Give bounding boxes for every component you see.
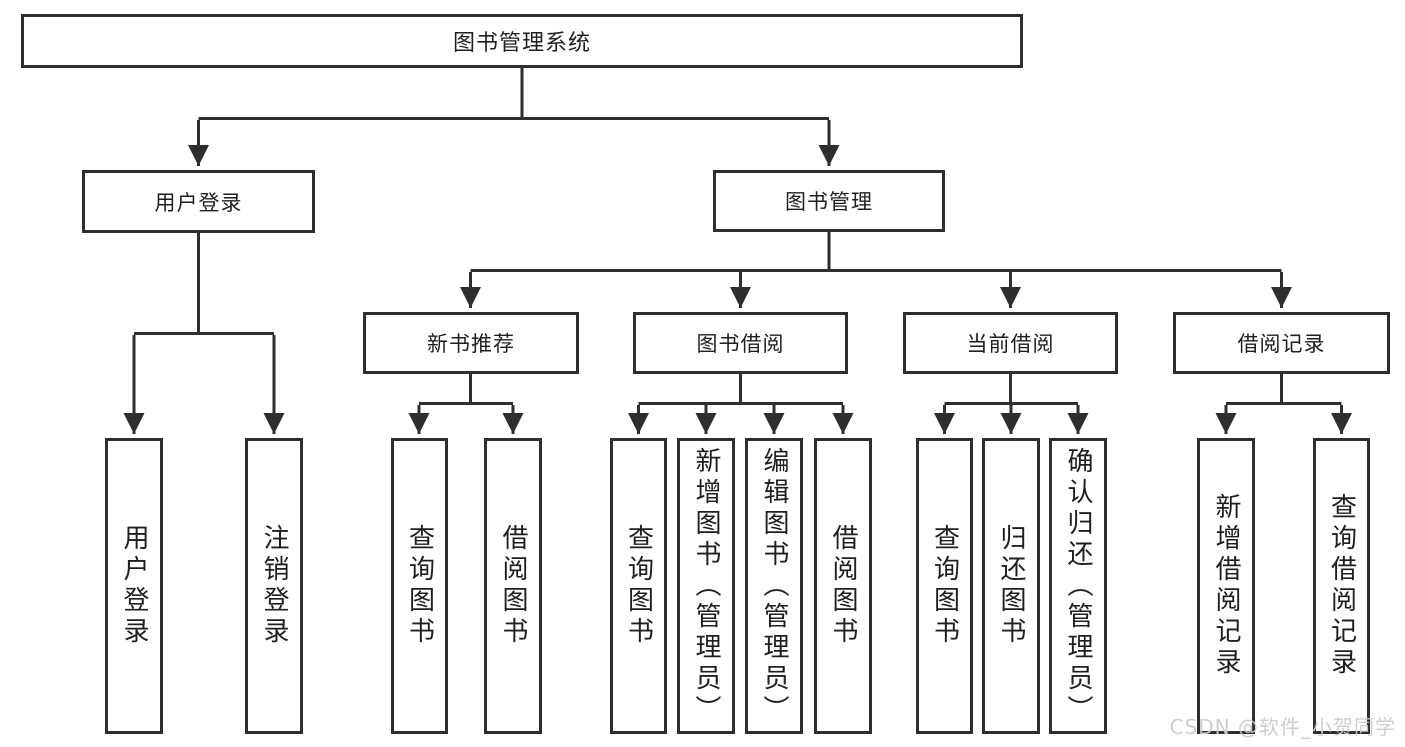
leaf-rec-query-books-label: 查询图书 bbox=[404, 524, 435, 648]
leaf-br-query-record-label: 查询借阅记录 bbox=[1326, 493, 1357, 679]
leaf-cb-return-books-label: 归还图书 bbox=[996, 524, 1026, 648]
node-current-borrow: 当前借阅 bbox=[903, 312, 1118, 374]
leaf-rec-borrow-books: 借阅图书 bbox=[484, 438, 542, 734]
leaf-logout: 注销登录 bbox=[245, 438, 303, 734]
node-root-label: 图书管理系统 bbox=[452, 31, 591, 56]
leaf-bb-query-books-label: 查询图书 bbox=[623, 524, 654, 648]
node-user-login-label: 用户登录 bbox=[154, 190, 243, 215]
leaf-rec-borrow-books-label: 借阅图书 bbox=[498, 524, 528, 648]
leaf-bb-edit-books-label: 编辑图书（管理员） bbox=[759, 446, 789, 726]
node-new-book-rec-label: 新书推荐 bbox=[427, 332, 515, 356]
node-borrow-records: 借阅记录 bbox=[1173, 312, 1390, 374]
node-book-borrow-label: 图书借阅 bbox=[696, 332, 785, 356]
leaf-cb-return-books: 归还图书 bbox=[982, 438, 1040, 734]
leaf-rec-query-books: 查询图书 bbox=[391, 438, 448, 734]
leaf-logout-label: 注销登录 bbox=[259, 524, 289, 648]
leaf-bb-edit-books: 编辑图书（管理员） bbox=[745, 438, 803, 734]
node-current-borrow-label: 当前借阅 bbox=[966, 332, 1055, 356]
csdn-watermark: CSDN @软件_小贺同学 bbox=[1169, 715, 1396, 739]
leaf-bb-add-books-label: 新增图书（管理员） bbox=[691, 446, 721, 726]
leaf-cb-query-books-label: 查询图书 bbox=[929, 524, 960, 648]
leaf-cb-confirm-return: 确认归还（管理员） bbox=[1049, 438, 1107, 734]
leaf-br-add-record-label: 新增借阅记录 bbox=[1211, 493, 1241, 679]
leaf-bb-query-books: 查询图书 bbox=[610, 438, 667, 734]
leaf-bb-borrow-books-label: 借阅图书 bbox=[828, 524, 858, 648]
node-book-borrow: 图书借阅 bbox=[633, 312, 848, 374]
leaf-bb-borrow-books: 借阅图书 bbox=[814, 438, 872, 734]
leaf-user-login: 用户登录 bbox=[105, 438, 163, 734]
leaf-bb-add-books: 新增图书（管理员） bbox=[677, 438, 735, 734]
node-root: 图书管理系统 bbox=[21, 14, 1023, 68]
node-book-mgmt: 图书管理 bbox=[713, 170, 945, 232]
node-user-login: 用户登录 bbox=[82, 170, 315, 233]
node-new-book-rec: 新书推荐 bbox=[363, 312, 579, 374]
leaf-br-query-record: 查询借阅记录 bbox=[1313, 438, 1370, 734]
leaf-cb-query-books: 查询图书 bbox=[916, 438, 973, 734]
leaf-cb-confirm-return-label: 确认归还（管理员） bbox=[1063, 446, 1093, 726]
node-book-mgmt-label: 图书管理 bbox=[785, 190, 873, 214]
leaf-user-login-label: 用户登录 bbox=[119, 524, 149, 648]
leaf-br-add-record: 新增借阅记录 bbox=[1197, 438, 1255, 734]
node-borrow-records-label: 借阅记录 bbox=[1237, 332, 1326, 356]
